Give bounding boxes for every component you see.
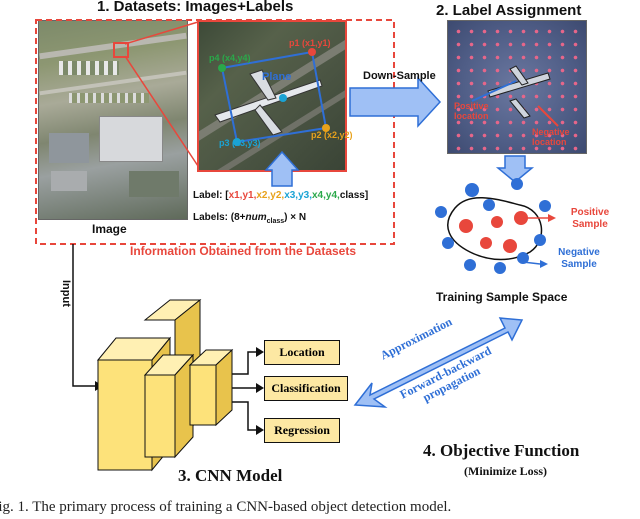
label-line: Label: [x1,y1,x2,y2,x3,y3,x4,y4,class]: [193, 190, 369, 201]
zoom-line-top: [124, 21, 199, 45]
output-classification: Classification: [264, 376, 348, 401]
figure-caption: Fig. 1. The primary process of training …: [0, 499, 452, 515]
label-value-2: x3,y3,: [284, 190, 312, 201]
label-up-arrow: [264, 150, 300, 187]
objective-title: 4. Objective Function: [423, 441, 580, 460]
positive-sample-label: Positive Sample: [570, 207, 610, 230]
p1-label: p1 (x1,y1): [289, 38, 331, 48]
input-label: Input: [60, 280, 72, 307]
plane-icon: [214, 69, 323, 136]
datasets-title: 1. Datasets: Images+Labels: [97, 0, 294, 15]
minimize-loss-label: (Minimize Loss): [464, 464, 547, 478]
image-label: Image: [92, 222, 127, 236]
input-line: [72, 244, 95, 387]
label-value-0: x1,y1,: [228, 190, 257, 201]
plane-label: Plane: [262, 71, 292, 83]
info-caption: Information Obtained from the Datasets: [130, 244, 357, 258]
label-value-1: x2,y2,: [256, 190, 285, 201]
down-sample-label: Down-Sample: [363, 70, 436, 82]
zoom-line-bottom: [124, 55, 199, 167]
zoom-source-box: [113, 42, 129, 58]
labels-line: Labels: (8+numclass) × N: [193, 212, 307, 225]
label-value-4: class]: [339, 190, 369, 201]
sample-space-caption: Training Sample Space: [436, 290, 568, 304]
cnn-layers: [96, 298, 234, 472]
sample-space: [435, 178, 556, 274]
label-assignment-panel: Positive location Negative location: [447, 20, 587, 154]
objective-arrow: [353, 317, 524, 408]
negative-location-label: Negative location: [532, 127, 570, 147]
p2-label: p2 (x2,y2): [311, 130, 353, 140]
p4-label: p4 (x4,y4): [209, 53, 251, 63]
assignment-down-arrow: [495, 155, 535, 183]
cnn-model-title: 3. CNN Model: [178, 466, 283, 485]
p3-label: p3 (x3,y3): [219, 138, 261, 148]
positive-location-label: Positive location: [454, 101, 489, 121]
output-location: Location: [264, 340, 340, 365]
label-assignment-title: 2. Label Assignment: [436, 2, 582, 19]
output-regression: Regression: [264, 418, 340, 443]
negative-sample-label: Negative Sample: [558, 247, 600, 270]
down-sample-arrow: [349, 76, 442, 128]
label-value-3: x4,y4,: [312, 190, 340, 201]
info-dashed-box: [35, 19, 395, 245]
